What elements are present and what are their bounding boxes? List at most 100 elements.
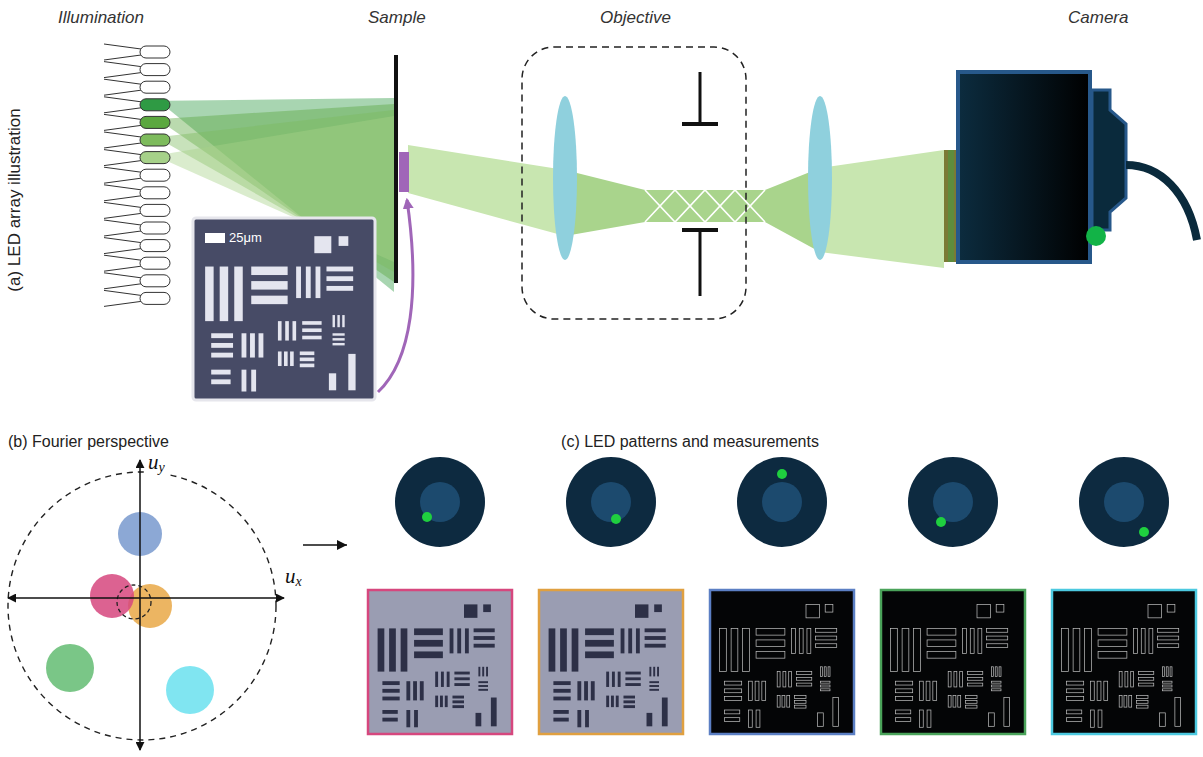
- target-bar: [1066, 681, 1083, 685]
- led: [104, 62, 170, 78]
- target-bar: [478, 667, 480, 677]
- target-bar: [382, 697, 399, 701]
- image-ground: [1052, 590, 1196, 734]
- led: [140, 240, 170, 252]
- target-bar: [991, 681, 1001, 683]
- target-bar: [967, 683, 982, 686]
- led-pattern: [737, 457, 827, 547]
- target-bar: [794, 705, 806, 708]
- target-bar: [290, 351, 294, 366]
- section-heading: Illumination: [58, 8, 144, 28]
- target-bar: [919, 681, 923, 700]
- target-bar: [816, 636, 837, 640]
- led-pattern: [566, 457, 656, 547]
- target-bar: [724, 689, 741, 693]
- target-bar: [625, 677, 640, 680]
- target-bar: [902, 628, 909, 671]
- inset-image: [193, 218, 375, 400]
- target-bar: [211, 353, 233, 358]
- target-bar: [895, 697, 912, 701]
- light-rays: [645, 190, 765, 222]
- target-bar: [724, 697, 741, 701]
- target-bar: [1062, 628, 1069, 671]
- target-bar: [623, 696, 635, 699]
- target-bar: [794, 696, 806, 699]
- target-bar: [748, 710, 752, 727]
- target-bar: [211, 370, 230, 375]
- target-bar: [653, 667, 655, 677]
- light-beam: [565, 168, 820, 252]
- target-bar: [662, 698, 668, 727]
- target-bar: [825, 604, 833, 612]
- target-bar: [259, 333, 264, 357]
- target-bar: [1125, 672, 1128, 687]
- target-bar: [486, 667, 488, 677]
- scale-bar: [205, 233, 225, 243]
- scale-label: 25μm: [229, 230, 262, 246]
- pupil-circle: [90, 574, 134, 618]
- target-bar: [553, 697, 570, 701]
- target-bar: [284, 351, 288, 366]
- panel-heading: (c) LED patterns and measurements: [561, 432, 819, 451]
- led: [104, 150, 170, 166]
- led: [140, 116, 170, 128]
- target-bar: [1066, 689, 1083, 693]
- target-bar: [491, 698, 497, 727]
- led-pattern: [737, 457, 827, 547]
- target-bar: [1136, 696, 1148, 699]
- target-bar: [333, 315, 335, 327]
- lens: [553, 96, 577, 260]
- target-bar: [406, 710, 410, 727]
- target-bar: [1066, 718, 1081, 722]
- target-bar: [447, 672, 450, 687]
- target-bar: [806, 604, 819, 617]
- target-bar: [649, 667, 651, 677]
- target-bar: [756, 628, 785, 635]
- target-bar: [329, 373, 336, 390]
- target-bar: [824, 667, 826, 677]
- target-bar: [927, 651, 956, 658]
- target-bar: [914, 628, 921, 671]
- target-bar: [482, 667, 484, 677]
- target-bar: [616, 696, 619, 708]
- target-bar: [1162, 685, 1172, 687]
- pupil-circle: [46, 644, 94, 692]
- target-bar: [796, 677, 811, 680]
- sample-specimen: [399, 152, 409, 192]
- led: [104, 79, 141, 95]
- target-bar: [1158, 636, 1179, 640]
- target-bar: [654, 604, 662, 612]
- target-bar: [452, 700, 464, 703]
- led: [104, 273, 170, 289]
- target-bar: [828, 667, 830, 677]
- target-bar: [300, 351, 315, 355]
- target-bar: [454, 672, 469, 675]
- led-pattern: [936, 517, 946, 527]
- led: [104, 220, 170, 236]
- led: [104, 150, 141, 166]
- image-ground: [193, 218, 375, 400]
- target-bar: [1162, 681, 1172, 683]
- target-bar: [792, 628, 796, 653]
- target-bar: [724, 681, 741, 685]
- led: [140, 275, 170, 287]
- target-bar: [977, 604, 990, 617]
- measurement-image: [881, 590, 1025, 734]
- led: [104, 290, 170, 306]
- target-bar: [1073, 628, 1080, 671]
- target-bar: [724, 718, 739, 722]
- target-bar: [1138, 672, 1153, 675]
- led: [140, 222, 170, 234]
- image-ground: [368, 590, 512, 734]
- target-bar: [483, 604, 491, 612]
- target-bar: [302, 328, 321, 332]
- target-bar: [1098, 628, 1127, 635]
- connector-arrow: [303, 544, 347, 546]
- target-bar: [794, 700, 806, 703]
- target-bar: [623, 705, 635, 708]
- target-bar: [611, 696, 614, 708]
- led: [104, 255, 141, 271]
- target-bar: [919, 710, 923, 727]
